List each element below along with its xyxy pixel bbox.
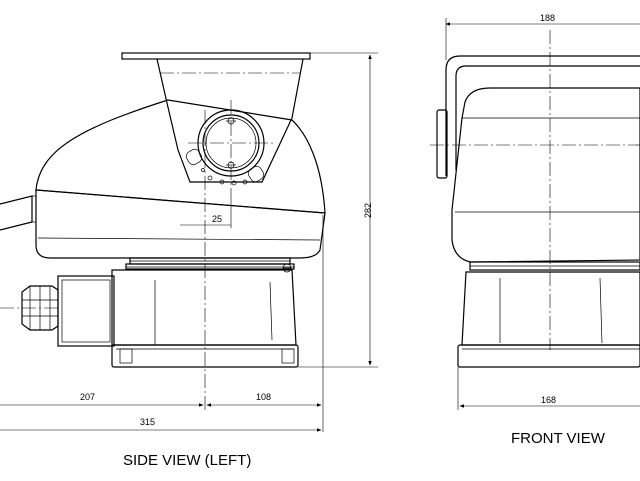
side-view: 25 282 207 108 315 SIDE VIEW (LEFT) <box>0 52 378 469</box>
dim-right-length-label: 108 <box>256 392 271 402</box>
front-view: 188 168 FRONT VIEW <box>430 13 640 447</box>
side-top-plate <box>121 52 311 60</box>
side-view-caption: SIDE VIEW (LEFT) <box>123 452 251 469</box>
front-yoke-outer <box>445 55 640 176</box>
side-cable-tube <box>0 195 33 231</box>
front-base-cylinder <box>461 271 640 346</box>
side-cable-gland <box>21 285 59 331</box>
dim-base-width-label: 168 <box>541 395 556 405</box>
side-connector-box <box>57 275 115 347</box>
side-ring-bottom <box>125 263 295 270</box>
front-camera-head <box>451 87 640 263</box>
side-lower-housing <box>35 189 326 259</box>
side-bracket <box>156 58 304 183</box>
dim-offset-label: 25 <box>212 214 222 224</box>
front-view-caption: FRONT VIEW <box>511 430 606 447</box>
front-yoke-inner <box>455 65 640 170</box>
side-base-cylinder <box>111 269 297 346</box>
side-upper-housing <box>35 99 326 214</box>
dim-left-length-label: 207 <box>80 392 95 402</box>
side-base-plate <box>111 344 299 368</box>
front-side-knob <box>436 109 448 179</box>
dim-total-length-label: 315 <box>140 417 155 427</box>
dim-top-width-label: 188 <box>540 13 555 23</box>
front-base-plate <box>457 344 640 368</box>
dim-height-label: 282 <box>363 203 373 218</box>
